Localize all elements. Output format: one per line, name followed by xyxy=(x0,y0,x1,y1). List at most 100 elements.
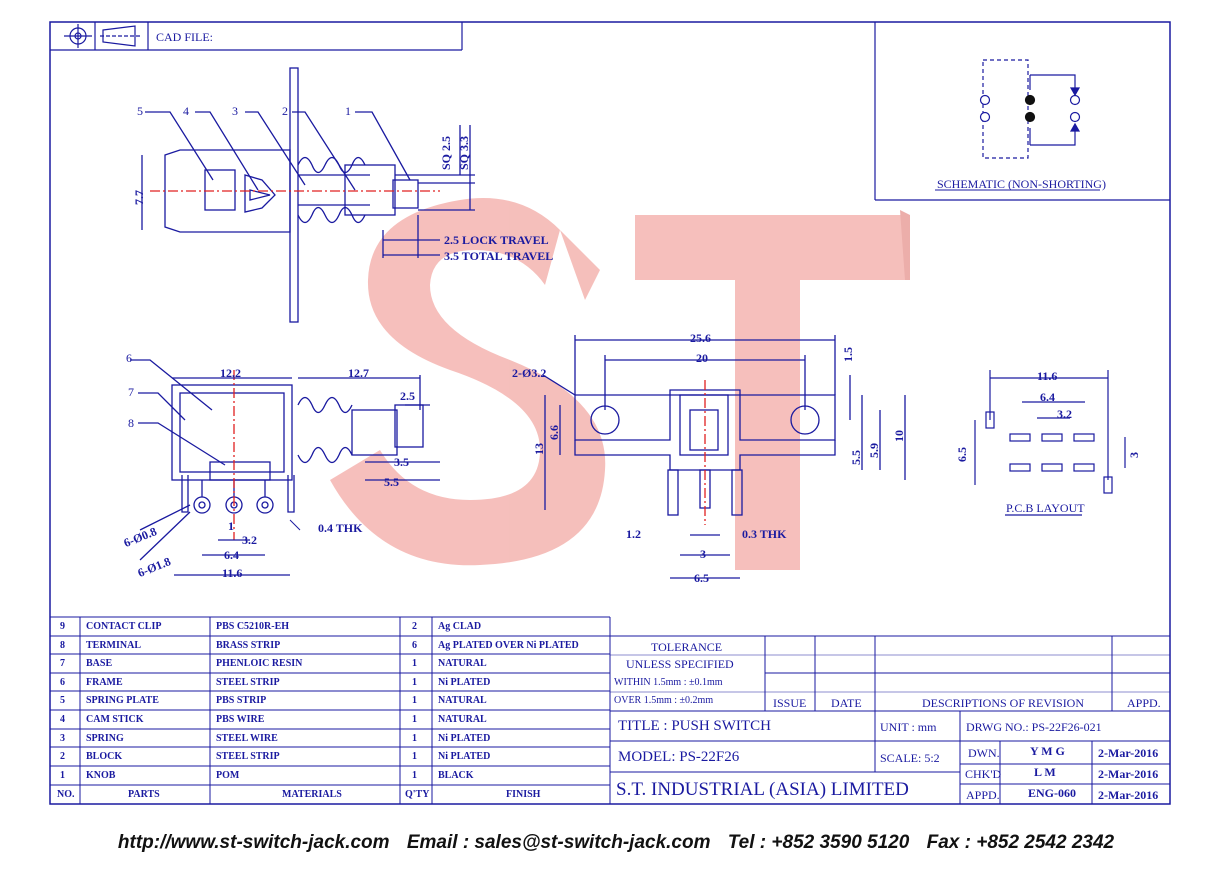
appd-header: APPD. xyxy=(1127,696,1161,710)
callout-5: 5 xyxy=(137,104,143,118)
parts-cell: Ni PLATED xyxy=(438,676,491,688)
parts-cell: Ag PLATED OVER Ni PLATED xyxy=(438,639,579,651)
top-view xyxy=(141,67,475,323)
dim-hole: 2-Ø3.2 xyxy=(512,366,547,380)
parts-cell: FRAME xyxy=(86,676,123,688)
parts-cell: NATURAL xyxy=(438,714,487,725)
dim-55v: 5.5 xyxy=(849,450,863,465)
dim-03thk: 0.3 THK xyxy=(742,527,787,541)
dim-65: 6.5 xyxy=(694,571,709,585)
phone: Tel : +852 3590 5120 xyxy=(727,832,910,853)
parts-cell: STEEL STRIP xyxy=(216,676,280,688)
parts-cell: 1 xyxy=(412,714,417,725)
parts-cell: 2 xyxy=(60,751,65,763)
parts-cell: 1 xyxy=(412,676,417,688)
callout-8: 8 xyxy=(128,416,134,430)
email-link[interactable]: Email : sales@st-switch-jack.com xyxy=(406,832,711,853)
parts-header: MATERIALS xyxy=(282,789,342,800)
contact-footer: http://www.st-switch-jack.com Email : sa… xyxy=(0,832,1232,854)
scale: SCALE: 5:2 xyxy=(880,751,940,765)
dim-10: 10 xyxy=(892,430,906,442)
dim-59: 5.9 xyxy=(867,443,881,458)
lock-travel: 2.5 LOCK TRAVEL xyxy=(444,233,549,247)
pcb-64: 6.4 xyxy=(1040,390,1055,404)
parts-cell: TERMINAL xyxy=(86,639,142,651)
descriptions-header: DESCRIPTIONS OF REVISION xyxy=(922,696,1085,710)
parts-header: PARTS xyxy=(128,789,160,800)
dim-77: 7.7 xyxy=(132,190,146,205)
parts-cell: 1 xyxy=(412,751,417,763)
dim-12: 1.2 xyxy=(626,527,641,541)
dwn-value: Y M G xyxy=(1030,744,1065,758)
dim-127: 12.7 xyxy=(348,366,369,380)
dwn-date: 2-Mar-2016 xyxy=(1098,746,1159,760)
parts-cell: 1 xyxy=(412,658,417,670)
parts-cell: Ag CLAD xyxy=(438,621,482,632)
parts-cell: 6 xyxy=(412,639,417,651)
parts-cell: 2 xyxy=(412,621,417,632)
issue-header: ISSUE xyxy=(773,696,807,710)
chk-label: CHK'D xyxy=(965,767,1002,781)
parts-cell: CAM STICK xyxy=(86,714,144,725)
chk-value: L M xyxy=(1034,765,1056,779)
parts-cell: CONTACT CLIP xyxy=(86,621,162,632)
callout-1: 1 xyxy=(345,104,351,118)
parts-cell: PBS STRIP xyxy=(216,695,267,707)
unless-specified: UNLESS SPECIFIED xyxy=(626,657,734,671)
callout-7: 7 xyxy=(128,385,134,399)
parts-cell: 4 xyxy=(60,714,65,725)
pcb-32: 3.2 xyxy=(1057,407,1072,421)
callout-6: 6 xyxy=(126,351,132,365)
title-block-grid xyxy=(610,635,1170,804)
dim-sq33: SQ 3.3 xyxy=(457,135,471,170)
dim-04thk: 0.4 THK xyxy=(318,521,363,535)
parts-cell: BLOCK xyxy=(86,751,123,763)
date-header: DATE xyxy=(831,696,862,710)
cad-header xyxy=(50,22,463,51)
unit: UNIT : mm xyxy=(880,720,937,734)
pcb-116: 11.6 xyxy=(1037,369,1058,383)
callout-4: 4 xyxy=(183,104,189,118)
pcb-title: P.C.B LAYOUT xyxy=(1006,501,1085,515)
tol-over: OVER 1.5mm : ±0.2mm xyxy=(614,695,714,706)
parts-cell: PHENLOIC RESIN xyxy=(216,658,303,670)
dim-35: 3.5 xyxy=(394,455,409,469)
model: MODEL: PS-22F26 xyxy=(618,749,740,765)
parts-cell: BASE xyxy=(86,658,113,670)
parts-cell: PBS C5210R-EH xyxy=(216,621,290,632)
parts-cell: 1 xyxy=(412,695,417,707)
dim-1: 1 xyxy=(228,519,234,533)
parts-cell: POM xyxy=(216,769,240,781)
side-view xyxy=(130,359,440,576)
parts-cell: 8 xyxy=(60,639,65,651)
front-view xyxy=(542,335,906,579)
pcb-65: 6.5 xyxy=(955,447,969,462)
parts-cell: 1 xyxy=(412,732,417,744)
parts-cell: STEEL WIRE xyxy=(216,732,278,744)
parts-cell: 1 xyxy=(60,769,65,781)
dim-20: 20 xyxy=(696,351,708,365)
dim-64: 6.4 xyxy=(224,548,239,562)
tolerance: TOLERANCE xyxy=(651,640,723,654)
parts-cell: NATURAL xyxy=(438,695,487,707)
drawing-number: DRWG NO.: PS-22F26-021 xyxy=(966,720,1102,734)
parts-cell: 3 xyxy=(60,732,65,744)
parts-header: Q'TY xyxy=(405,789,430,800)
drawing-title: TITLE : PUSH SWITCH xyxy=(618,718,771,734)
total-travel: 3.5 TOTAL TRAVEL xyxy=(444,249,554,263)
pcb-3: 3 xyxy=(1127,452,1141,458)
parts-cell: BRASS STRIP xyxy=(216,639,281,651)
dim-3: 3 xyxy=(700,547,706,561)
dim-25: 2.5 xyxy=(400,389,415,403)
website-link[interactable]: http://www.st-switch-jack.com xyxy=(117,832,390,853)
parts-cell: 7 xyxy=(60,658,65,670)
parts-header: FINISH xyxy=(506,789,541,800)
parts-cell: 1 xyxy=(412,769,417,781)
parts-header: NO. xyxy=(57,789,75,800)
dim-122: 12.2 xyxy=(220,366,241,380)
schematic-title: SCHEMATIC (NON-SHORTING) xyxy=(937,177,1106,191)
parts-cell: Ni PLATED xyxy=(438,732,491,744)
parts-cell: PBS WIRE xyxy=(216,714,265,725)
